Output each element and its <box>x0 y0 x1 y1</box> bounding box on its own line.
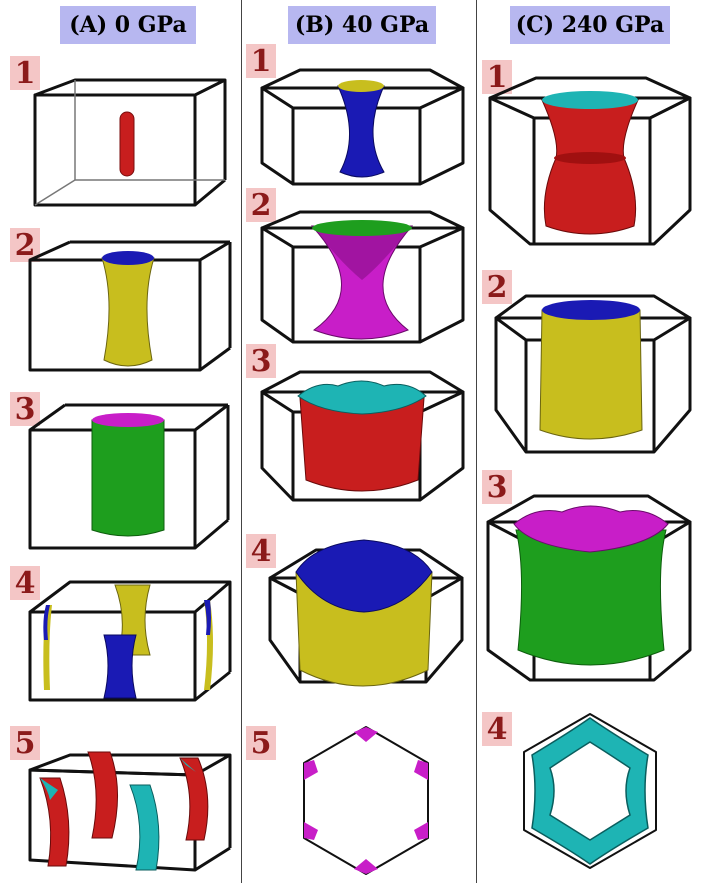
fermi-surface-c4 <box>0 0 706 883</box>
